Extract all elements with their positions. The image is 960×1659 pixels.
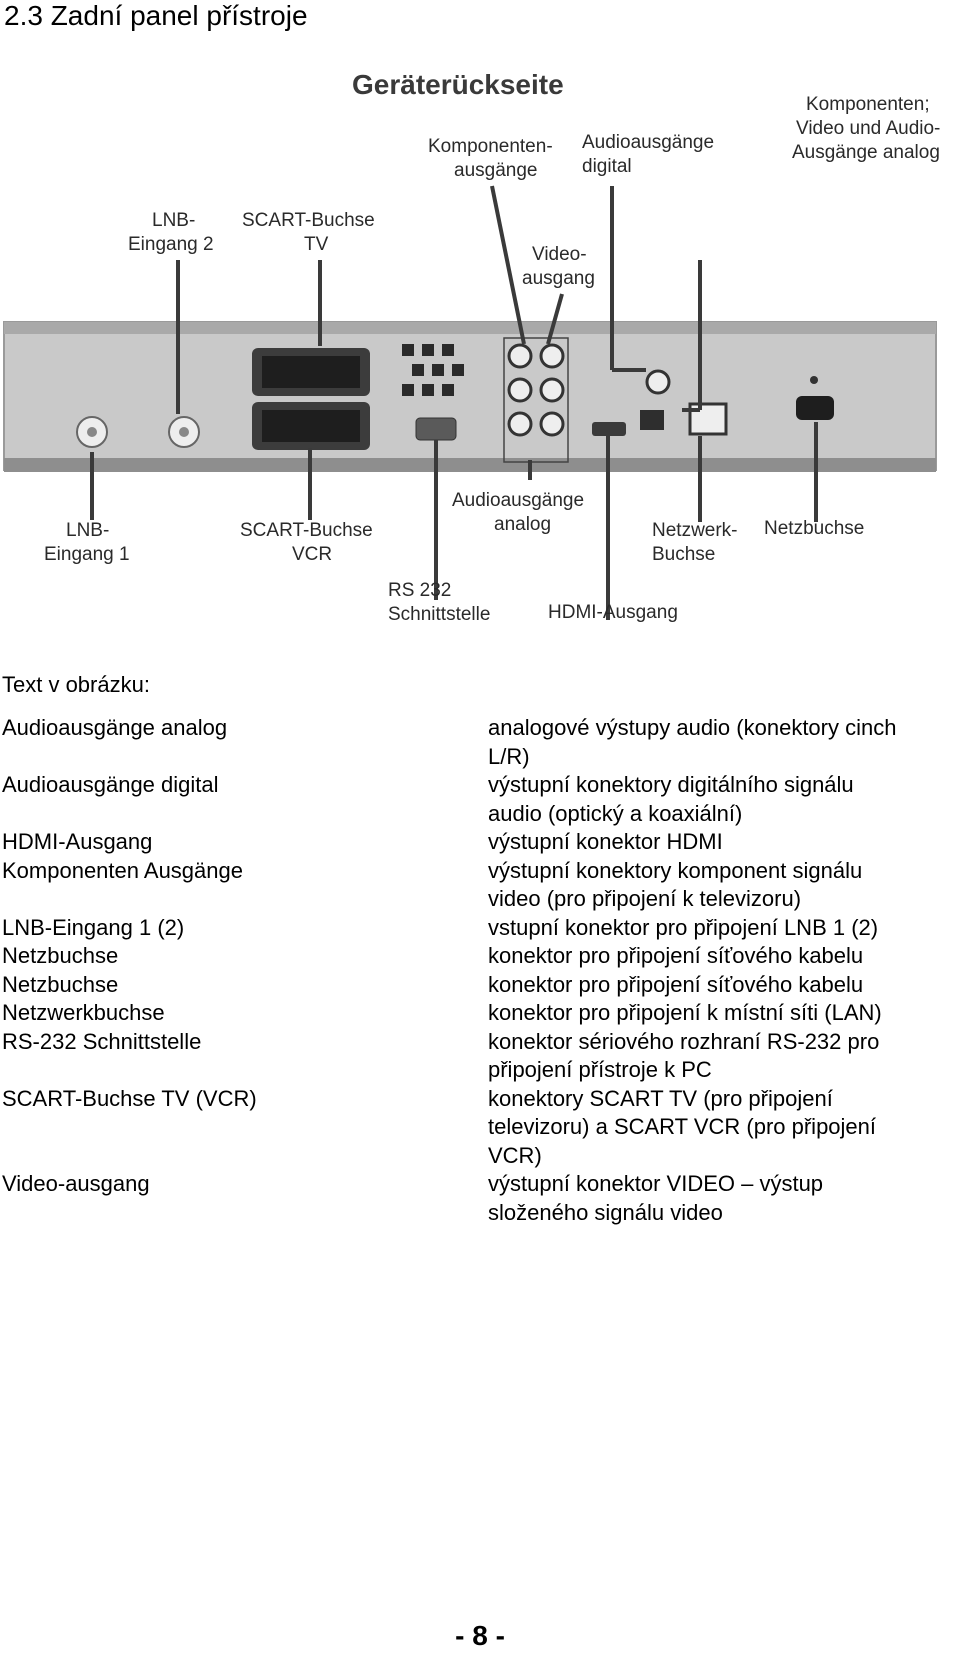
glossary-definition: konektor sériového rozhraní RS-232 pro př… — [488, 1028, 952, 1085]
glossary-definition: výstupní konektory komponent signálu vide… — [488, 857, 952, 914]
glossary-row: Audioausgänge analog analogové výstupy au… — [2, 714, 952, 771]
lnb-input-2-connector — [168, 416, 200, 448]
hdmi-connector — [592, 422, 626, 436]
optical-audio-connector — [640, 410, 664, 430]
glossary-row: Komponenten Ausgänge výstupní konektory k… — [2, 857, 952, 914]
glossary-definition-line: vstupní konektor pro připojení LNB 1 (2) — [488, 914, 879, 940]
rear-panel-figure: Geräterückseite — [0, 60, 960, 680]
rca-connectors — [503, 337, 569, 463]
glossary-row: Netzbuchse konektor pro připojení síťovéh… — [2, 971, 952, 1000]
label-netzwerk-line1: Netzwerk- — [652, 520, 738, 541]
glossary-term: Audioausgänge analog — [2, 715, 228, 740]
glossary-definition-line: video (pro připojení k televizoru) — [488, 886, 802, 911]
glossary-term: Video-ausgang — [2, 1171, 150, 1196]
label-netzbuchse: Netzbuchse — [764, 518, 864, 539]
glossary-row: LNB-Eingang 1 (2) vstupní konektor pro př… — [2, 914, 952, 943]
glossary-definition: výstupní konektor HDMI — [488, 828, 952, 857]
glossary-definition: vstupní konektor pro připojení LNB 1 (2) — [488, 914, 952, 943]
glossary-row: Netzbuchse konektor pro připojení síťovéh… — [2, 942, 952, 971]
label-rs232-line1: RS 232 — [388, 580, 451, 601]
glossary-definition: konektor pro připojení síťového kabelu — [488, 971, 952, 1000]
glossary-definition-line: L/R) — [488, 743, 530, 769]
glossary-term: HDMI-Ausgang — [2, 829, 153, 854]
ventilation-grille — [402, 344, 464, 396]
label-komp-av-line3: Ausgänge analog — [792, 142, 940, 163]
glossary-row: Netzwerkbuchse konektor pro připojení k m… — [2, 999, 952, 1028]
glossary-term: Netzbuchse — [2, 971, 119, 997]
label-komponenten-line2: ausgänge — [454, 160, 537, 181]
page-number: - 8 - — [455, 1620, 505, 1651]
glossary-definition-line: VCR) — [488, 1142, 542, 1168]
glossary-row: SCART-Buchse TV (VCR) konektory SCART TV … — [2, 1085, 952, 1171]
label-komp-av-line1: Komponenten; — [806, 94, 930, 115]
device-rear-panel — [3, 321, 937, 472]
scart-tv-connector — [252, 348, 370, 396]
glossary-term: Komponenten Ausgänge — [2, 857, 243, 883]
glossary-definition-line: audio (optický a koaxiální) — [488, 800, 743, 826]
label-scart-tv-line2: TV — [304, 234, 329, 255]
glossary-definition-line: konektor sériového rozhraní RS-232 pro — [488, 1028, 880, 1054]
label-lnb1-line2: Eingang 1 — [44, 544, 130, 565]
glossary-definition-line: složeného signálu video — [488, 1199, 723, 1225]
glossary-definition-line: připojení přístroje k PC — [488, 1057, 712, 1082]
glossary-definition: konektory SCART TV (pro připojení televiz… — [488, 1085, 952, 1171]
figure-title: Geräterückseite — [352, 69, 564, 100]
label-netzwerk-line2: Buchse — [652, 544, 715, 565]
label-audio-digital-line1: Audioausgänge — [582, 132, 714, 153]
glossary-definition: konektor pro připojení k místní síti (LA… — [488, 999, 952, 1028]
label-audio-digital-line2: digital — [582, 156, 632, 177]
glossary-definition: konektor pro připojení síťového kabelu — [488, 942, 952, 971]
glossary-row: Video-ausgang výstupní konektor VIDEO – v… — [2, 1170, 952, 1227]
rear-panel-diagram: Geräterückseite — [3, 69, 940, 625]
glossary-definition: výstupní konektor VIDEO – výstup složenéh… — [488, 1170, 952, 1227]
glossary-term: LNB-Eingang 1 (2) — [2, 914, 185, 940]
coaxial-audio-connector — [645, 369, 671, 395]
glossary-row: Audioausgänge digital výstupní konektory … — [2, 771, 952, 828]
glossary-definition-line: konektor pro připojení k místní síti (LA… — [488, 1000, 882, 1025]
lnb-input-1-connector — [76, 416, 108, 448]
glossary-row: HDMI-Ausgang výstupní konektor HDMI — [2, 828, 952, 857]
figure-caption: Text v obrázku: — [2, 672, 150, 697]
power-socket — [796, 376, 834, 420]
glossary-definition-line: konektory SCART TV (pro připojení — [488, 1085, 833, 1111]
glossary-term: Netzwerkbuchse — [2, 1000, 165, 1025]
label-scart-tv-line1: SCART-Buchse — [242, 210, 375, 231]
glossary-row: RS-232 Schnittstelle konektor sériového r… — [2, 1028, 952, 1085]
label-lnb1-line1: LNB- — [66, 520, 109, 541]
label-video-line1: Video- — [532, 244, 587, 265]
label-scart-vcr-line1: SCART-Buchse — [240, 520, 373, 541]
section-title: 2.3 Zadní panel přístroje — [4, 0, 308, 31]
glossary-definition-line: výstupní konektory komponent signálu — [488, 857, 863, 883]
label-audio-analog-line1: Audioausgänge — [452, 490, 584, 511]
glossary-definition-line: výstupní konektory digitálního signálu — [488, 772, 854, 797]
label-scart-vcr-line2: VCR — [292, 544, 332, 565]
glossary-definition-line: výstupní konektor VIDEO – výstup — [488, 1171, 824, 1196]
glossary-term: Netzbuchse — [2, 943, 119, 968]
scart-vcr-connector — [252, 402, 370, 450]
glossary-definition-line: konektor pro připojení síťového kabelu — [488, 971, 864, 997]
glossary-definition-line: výstupní konektor HDMI — [488, 829, 723, 854]
label-video-line2: ausgang — [522, 268, 595, 289]
label-lnb2-line1: LNB- — [152, 210, 195, 231]
label-audio-analog-line2: analog — [494, 514, 551, 535]
glossary-list: Audioausgänge analog analogové výstupy au… — [2, 714, 952, 1227]
label-komp-av-line2: Video und Audio- — [796, 118, 940, 139]
label-rs232-line2: Schnittstelle — [388, 604, 490, 625]
pointer-lines — [90, 185, 818, 620]
glossary-term: Audioausgänge digital — [2, 772, 219, 797]
glossary-definition-line: televizoru) a SCART VCR (pro připojení — [488, 1114, 877, 1139]
glossary-term: RS-232 Schnittstelle — [2, 1028, 202, 1054]
glossary-definition-line: konektor pro připojení síťového kabelu — [488, 943, 864, 968]
label-komponenten-line1: Komponenten- — [428, 136, 553, 157]
glossary-definition: analogové výstupy audio (konektory cinch… — [488, 714, 952, 771]
glossary-term: SCART-Buchse TV (VCR) — [2, 1085, 257, 1111]
glossary-definition-line: analogové výstupy audio (konektory cinch — [488, 715, 897, 740]
label-hdmi: HDMI-Ausgang — [548, 602, 678, 623]
label-lnb2-line2: Eingang 2 — [128, 234, 214, 255]
glossary-definition: výstupní konektory digitálního signálu au… — [488, 771, 952, 828]
rs232-connector — [415, 417, 457, 441]
